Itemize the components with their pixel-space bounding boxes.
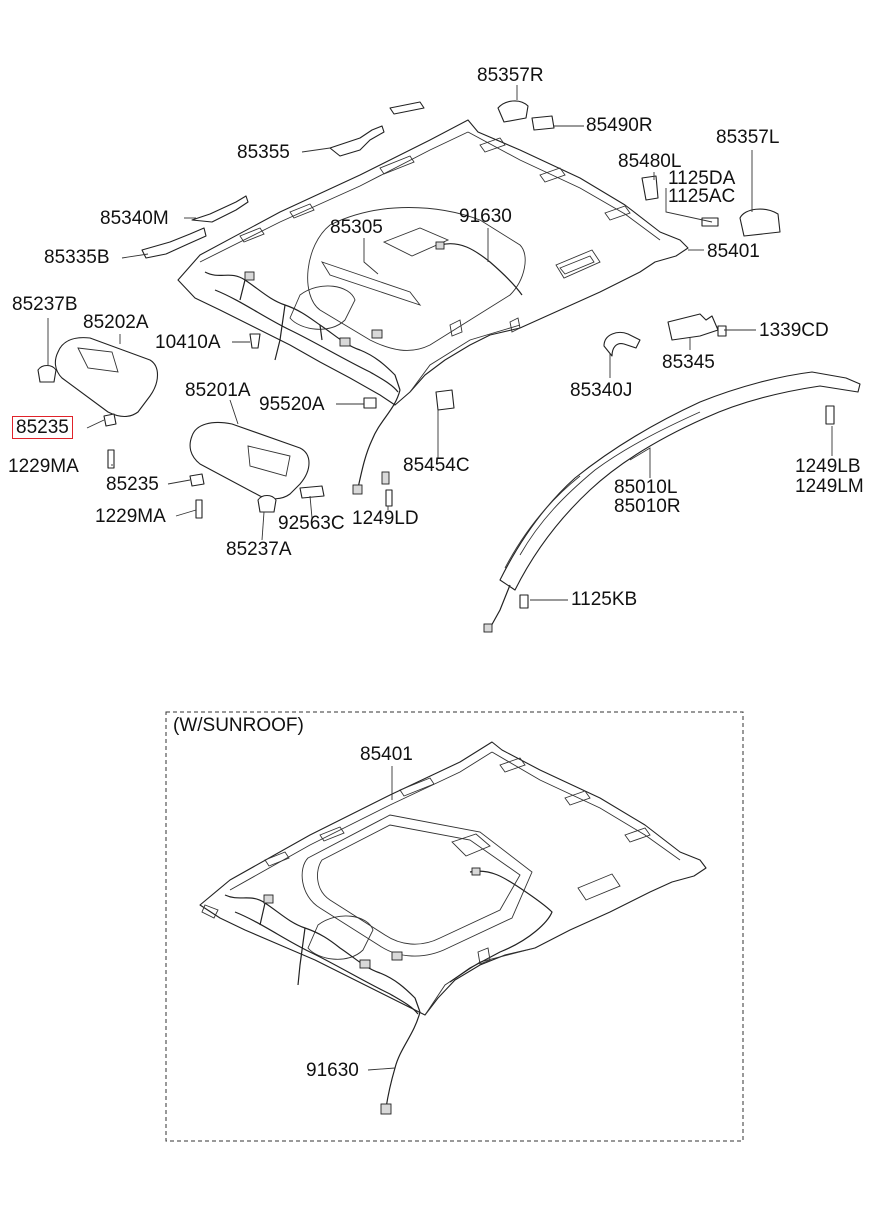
leader-lines — [47, 85, 833, 601]
part-label-85480L[interactable]: 85480L — [618, 151, 682, 172]
sun-visor-right[interactable] — [189, 333, 455, 519]
part-label-85305[interactable]: 85305 — [330, 217, 383, 238]
part-label-10410A[interactable]: 10410A — [155, 332, 221, 353]
part-label-1229MA-lower[interactable]: 1229MA — [95, 506, 166, 527]
part-label-85235[interactable]: 85235 — [106, 474, 159, 495]
part-label-85237B[interactable]: 85237B — [12, 294, 78, 315]
part-label-92563C[interactable]: 92563C — [278, 513, 345, 534]
part-label-85345[interactable]: 85345 — [662, 352, 715, 373]
part-label-85010R[interactable]: 85010R — [614, 496, 681, 517]
headlining-panel-main[interactable] — [177, 119, 689, 495]
part-label-1125KB[interactable]: 1125KB — [571, 589, 638, 610]
sunroof-box-title: (W/SUNROOF) — [173, 715, 304, 736]
part-label-85340M[interactable]: 85340M — [100, 208, 169, 229]
part-label-85335B[interactable]: 85335B — [44, 247, 110, 268]
part-label-1125AC[interactable]: 1125AC — [668, 186, 736, 207]
part-label-1125DA[interactable]: 1125DA — [668, 168, 736, 189]
part-label-85401-sunroof[interactable]: 85401 — [360, 744, 413, 765]
grab-handle-right[interactable] — [603, 313, 727, 357]
leader-lines-sunroof — [367, 766, 396, 1071]
part-label-1249LM[interactable]: 1249LM — [795, 476, 864, 497]
part-label-1229MA-upper[interactable]: 1229MA — [8, 456, 79, 477]
part-label-91630[interactable]: 91630 — [459, 206, 512, 227]
curtain-airbag[interactable] — [483, 371, 861, 633]
part-label-85202A[interactable]: 85202A — [83, 312, 149, 333]
part-label-85357L[interactable]: 85357L — [716, 127, 780, 148]
part-label-85237A[interactable]: 85237A — [226, 539, 292, 560]
assist-handle-parts[interactable] — [141, 100, 781, 259]
part-label-85010L[interactable]: 85010L — [614, 477, 678, 498]
part-label-85490R[interactable]: 85490R — [586, 115, 653, 136]
part-label-85340J[interactable]: 85340J — [570, 380, 633, 401]
part-label-1249LB[interactable]: 1249LB — [795, 456, 861, 477]
part-label-85201A[interactable]: 85201A — [185, 380, 251, 401]
part-label-85454C[interactable]: 85454C — [403, 455, 470, 476]
sunroof-variant-box — [165, 711, 744, 1142]
part-label-85357R[interactable]: 85357R — [477, 65, 544, 86]
part-label-85355[interactable]: 85355 — [237, 142, 290, 163]
part-label-85235-highlighted[interactable]: 85235 — [12, 416, 73, 439]
part-label-95520A[interactable]: 95520A — [259, 394, 325, 415]
part-label-1249LD[interactable]: 1249LD — [352, 508, 419, 529]
part-label-85401[interactable]: 85401 — [707, 241, 760, 262]
headlining-panel-sunroof[interactable] — [199, 741, 707, 1115]
part-label-1339CD[interactable]: 1339CD — [759, 320, 829, 341]
sun-visor-left[interactable] — [37, 337, 159, 469]
part-label-91630-sunroof[interactable]: 91630 — [306, 1060, 359, 1081]
